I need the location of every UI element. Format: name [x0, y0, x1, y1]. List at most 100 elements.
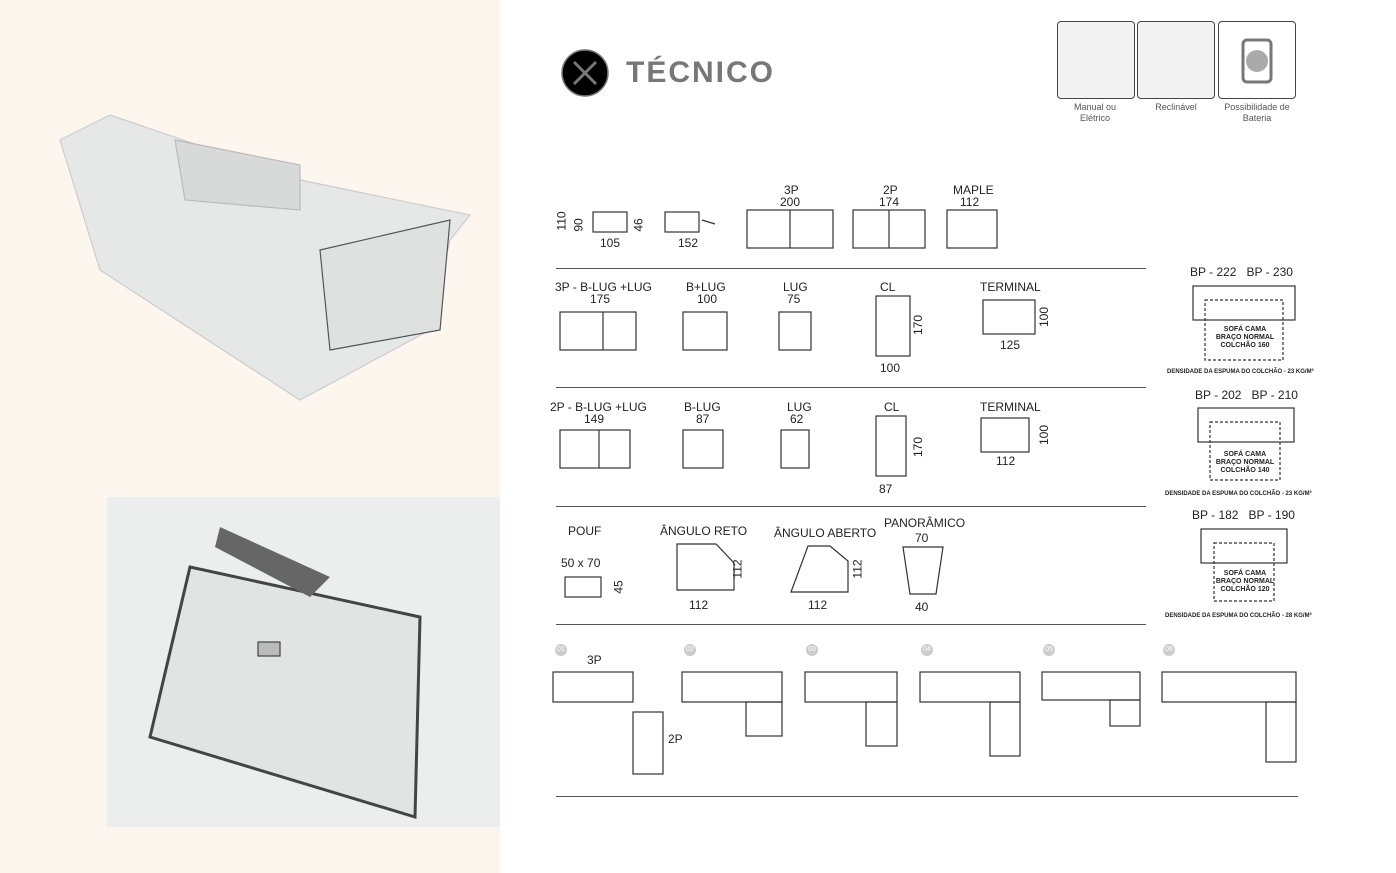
chaise-diagram	[875, 415, 907, 477]
side-view-diagram	[592, 211, 716, 233]
sofa-bed-sizes: BP - 182 BP - 190	[1192, 508, 1295, 522]
foam-density: DENSIDADE DA ESPUMA DO COLCHÃO - 23 KG/M…	[1167, 369, 1314, 375]
width: 112	[689, 598, 709, 612]
maple-diagram	[946, 209, 998, 249]
config-label-3p: 3P	[587, 653, 602, 667]
config-label-2p: 2P	[668, 732, 683, 746]
angulo-reto-diagram	[676, 543, 735, 591]
width-2p: 174	[879, 195, 900, 209]
pouf-size: 50 x 70	[561, 556, 601, 570]
label: Elétrico	[1079, 113, 1110, 123]
dim-arm-height: 46	[631, 218, 646, 232]
divider	[556, 268, 1146, 269]
depth: 100	[1037, 306, 1052, 328]
label-lug: LUG	[787, 400, 812, 414]
label: COLCHÃO 160	[1220, 342, 1270, 349]
label-angulo-aberto: ÂNGULO ABERTO	[774, 526, 877, 540]
label-2p-blug-lug: 2P - B-LUG +LUG	[550, 400, 647, 414]
module-diagram	[778, 311, 812, 351]
module-diagram	[780, 429, 810, 469]
label-cl: CL	[884, 400, 900, 414]
foam-density: DENSIDADE DA ESPUMA DO COLCHÃO - 23 KG/M…	[1165, 491, 1312, 497]
label-lug: LUG	[783, 280, 808, 294]
label: COLCHÃO 120	[1220, 586, 1270, 593]
label: COLCHÃO 140	[1220, 467, 1270, 474]
depth: 170	[911, 314, 926, 336]
width: 112	[808, 598, 828, 612]
width: 100	[880, 361, 901, 375]
sofa-bed-diagram	[1200, 528, 1288, 602]
config-number: 06	[1163, 644, 1175, 656]
sofa-photo-top	[59, 114, 472, 401]
terminal-diagram	[980, 417, 1030, 453]
chaise-diagram	[875, 295, 911, 357]
config-number: 05	[1043, 644, 1055, 656]
dim-depth: 105	[600, 236, 621, 250]
width: 149	[584, 412, 605, 426]
pouf-height: 45	[611, 580, 626, 594]
config-diagrams	[552, 671, 1297, 775]
pencil-ruler-icon	[561, 49, 609, 97]
dim-height-total: 110	[554, 211, 569, 231]
module-diagram	[682, 429, 724, 469]
label: Manual ou	[1073, 102, 1117, 112]
depth: 112	[850, 559, 865, 579]
width: 87	[879, 482, 893, 496]
divider	[556, 624, 1146, 625]
dim-depth-reclined: 152	[678, 236, 699, 250]
label: SOFÁ CAMA	[1223, 451, 1267, 458]
sofa-3p-diagram	[746, 209, 834, 249]
label: Reclinável	[1155, 102, 1197, 112]
panoramico-diagram	[902, 546, 944, 595]
width: 87	[696, 412, 710, 426]
bottom-width: 40	[915, 600, 929, 614]
divider	[556, 796, 1298, 797]
label: BRAÇO NORMAL	[1215, 578, 1275, 585]
width: 125	[1000, 338, 1021, 352]
dim-height-seat: 90	[571, 218, 586, 232]
label: BRAÇO NORMAL	[1215, 459, 1275, 466]
label-cl: CL	[880, 280, 896, 294]
page-title: TÉCNICO	[626, 56, 775, 89]
label: Bateria	[1242, 113, 1272, 123]
angulo-aberto-diagram	[790, 545, 849, 593]
config-number: 04	[921, 644, 933, 656]
width: 112	[996, 454, 1016, 468]
foam-density: DENSIDADE DA ESPUMA DO COLCHÃO - 28 KG/M…	[1165, 613, 1312, 619]
label: SOFÁ CAMA	[1223, 570, 1267, 577]
terminal-diagram	[982, 299, 1036, 335]
divider	[556, 506, 1146, 507]
feature-label-recliner: Reclinável	[1136, 102, 1216, 113]
battery-icon	[1218, 21, 1296, 99]
photo-panel	[0, 0, 500, 873]
width-3p: 200	[780, 195, 801, 209]
recliner-icon	[1137, 21, 1215, 99]
sofa-bed-diagram	[1197, 407, 1295, 481]
width: 100	[697, 292, 718, 306]
depth: 170	[911, 436, 926, 458]
config-number: 02	[684, 644, 696, 656]
width: 175	[590, 292, 611, 306]
module-diagram	[682, 311, 728, 351]
sofa-bed-sizes: BP - 222 BP - 230	[1190, 265, 1293, 279]
sofa-bed-sizes: BP - 202 BP - 210	[1195, 388, 1298, 402]
config-number: 03	[806, 644, 818, 656]
depth: 112	[730, 559, 745, 579]
sofa-photo-detail	[107, 497, 500, 827]
sofa-bed-diagram	[1192, 285, 1296, 361]
label-panoramico: PANORÂMICO	[884, 516, 966, 530]
label-2p: 2P	[883, 183, 898, 197]
label-b-lug: B+LUG	[686, 280, 726, 294]
label: BRAÇO NORMAL	[1215, 334, 1275, 341]
top-width: 70	[915, 531, 929, 545]
label-angulo-reto: ÂNGULO RETO	[660, 524, 748, 538]
label-pouf: POUF	[568, 524, 602, 538]
manual-electric-icon	[1057, 21, 1135, 99]
width-maple: 112	[960, 195, 980, 209]
label-3p-blug-lug: 3P - B-LUG +LUG	[555, 280, 652, 294]
config-number: 01	[555, 644, 567, 656]
